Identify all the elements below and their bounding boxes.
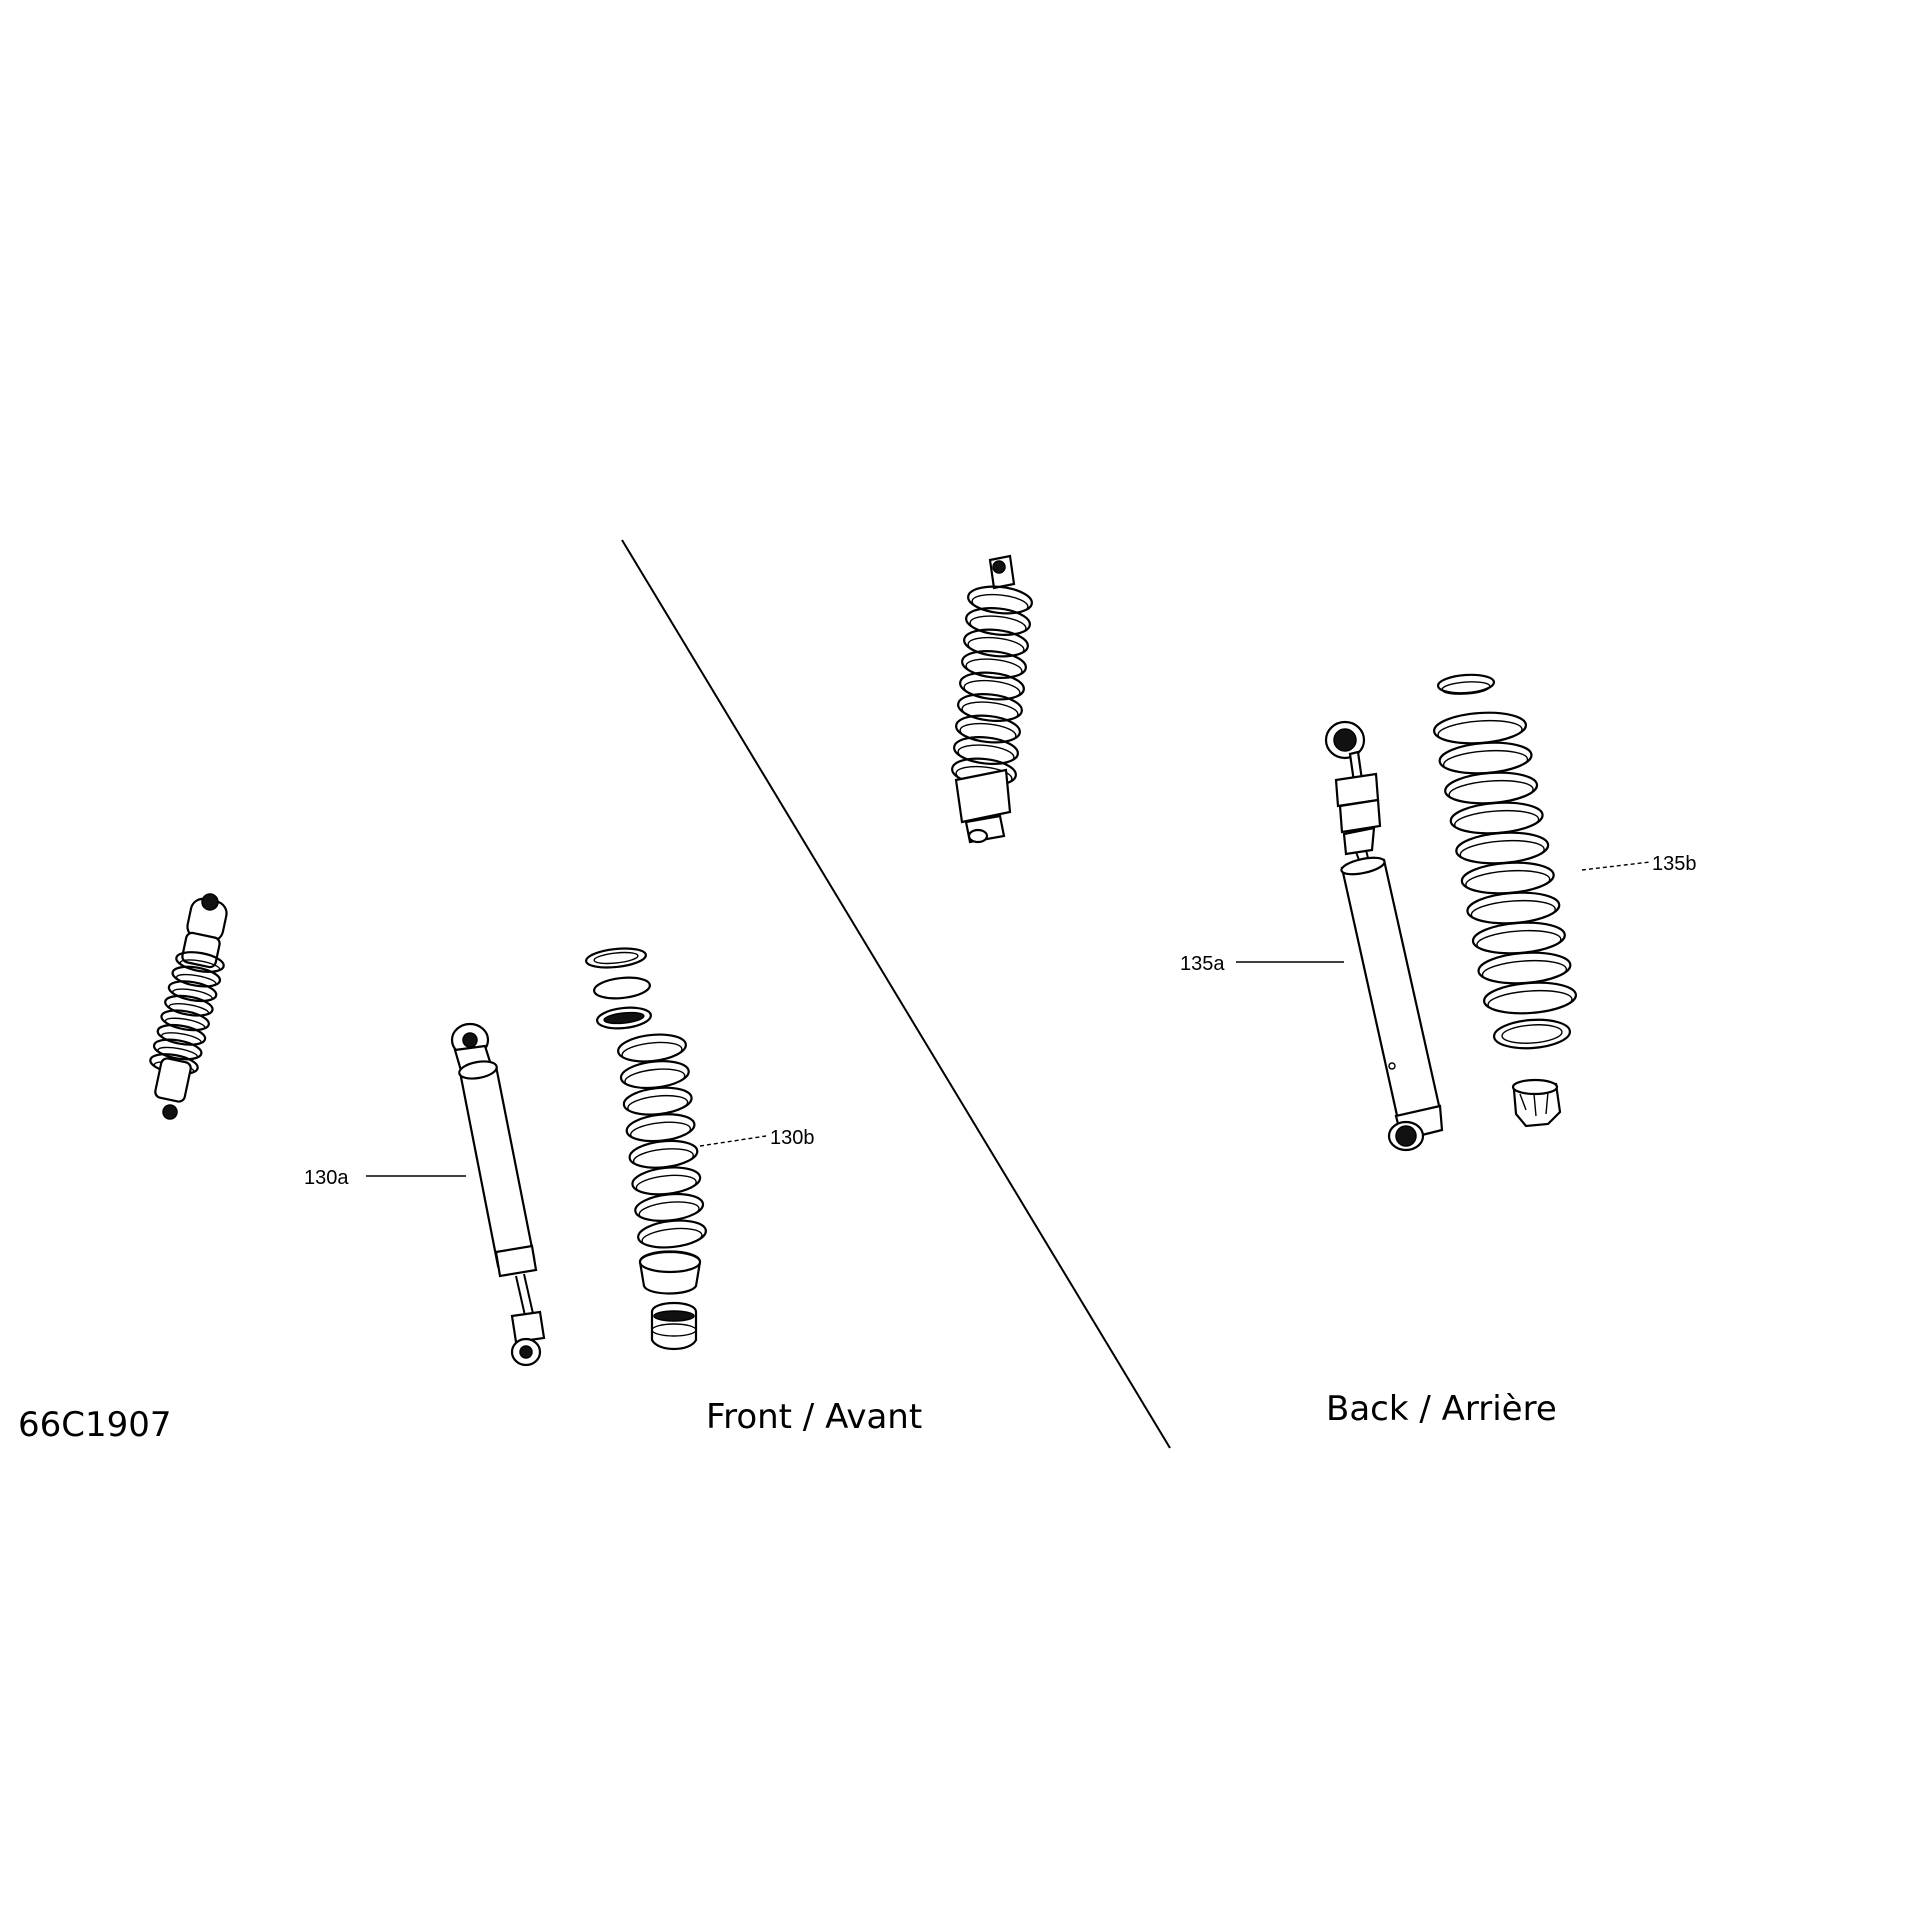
spring-coil-inner — [630, 1121, 692, 1142]
spring-coil-inner — [168, 1002, 210, 1017]
spring-coil-inner — [969, 615, 1027, 636]
spring-coil-inner — [638, 1201, 700, 1222]
spring-coil-inner — [1448, 779, 1534, 805]
spring-coil-inner — [963, 679, 1021, 701]
spring-coil-inner — [1487, 989, 1573, 1015]
spring-coil-inner — [961, 701, 1019, 722]
spring-coil-inner — [1442, 749, 1529, 775]
callout-130a: 130a — [304, 1167, 349, 1189]
spring-coil-inner — [632, 1148, 694, 1169]
spring-coil-inner — [1465, 869, 1551, 895]
spring-coil-inner — [957, 744, 1015, 765]
spring-coil-inner — [641, 1227, 703, 1249]
front-shock-assembly-thumbnail — [149, 893, 228, 1120]
caption-back: Back / Arrière — [1326, 1389, 1557, 1429]
spring-coil-inner — [971, 593, 1029, 615]
back-shock-absorber-135a — [1324, 720, 1444, 1152]
drawing-number: 66C1907 — [18, 1405, 172, 1445]
spring-coil-inner — [1437, 719, 1523, 745]
spring-coil-inner — [624, 1068, 686, 1089]
spring-coil-inner — [965, 658, 1023, 679]
spring-coil-inner — [1470, 899, 1556, 925]
spring-coil-inner — [627, 1094, 689, 1116]
spring-coil-inner — [1459, 839, 1545, 865]
callout-135b: 135b — [1652, 853, 1697, 875]
spring-coil-inner — [1476, 929, 1562, 955]
leader-135b — [1581, 861, 1651, 871]
spring-coil-inner — [172, 988, 213, 1002]
front-shock-absorber-130a — [450, 1022, 546, 1367]
back-spring-set-135b — [1433, 673, 1577, 1128]
spring-coil-inner — [179, 959, 221, 973]
spring-coil-inner — [161, 1032, 202, 1046]
spring-coil-inner — [164, 1017, 206, 1032]
section-divider — [621, 539, 1171, 1449]
callout-135a: 135a — [1180, 953, 1225, 975]
spring-coil-inner — [635, 1174, 697, 1196]
spring-coil-inner — [959, 722, 1017, 744]
spring-coil-inner — [1481, 959, 1568, 985]
callout-130b: 130b — [770, 1127, 815, 1149]
caption-front: Front / Avant — [706, 1397, 922, 1437]
front-spring-set-130b — [585, 947, 707, 1351]
spring-coil-inner — [967, 636, 1025, 658]
leader-130b — [699, 1135, 767, 1147]
spring-coil-inner — [157, 1046, 199, 1061]
spring-coil-inner — [621, 1041, 683, 1063]
back-shock-assembly-thumbnail — [951, 554, 1033, 844]
spring-coil-inner — [1454, 809, 1540, 835]
spring-coil-inner — [175, 973, 217, 988]
